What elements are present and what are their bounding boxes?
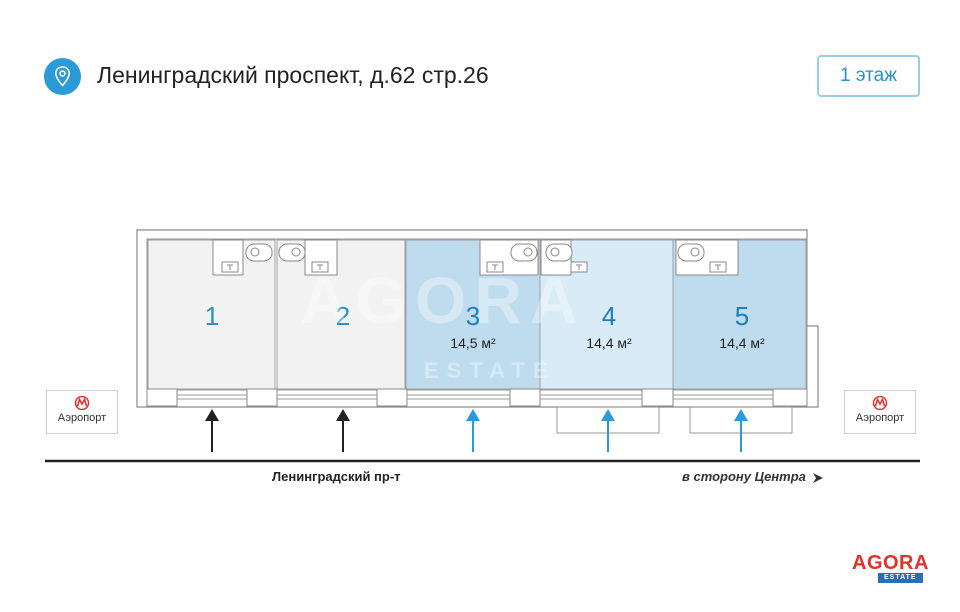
watermark-subtext: ESTATE: [424, 358, 556, 383]
unit-1-number: 1: [205, 301, 219, 331]
unit-4-number: 4: [602, 301, 616, 331]
unit-4-area: 14,4 м²: [586, 335, 632, 351]
window-lines: [177, 394, 773, 400]
floor-selector-button[interactable]: 1 этаж: [817, 55, 920, 97]
bathroom-fixtures: [212, 239, 739, 276]
direction-label: в сторону Центра: [682, 469, 806, 484]
metro-station-left: Аэропорт: [46, 390, 118, 434]
metro-station-right-label: Аэропорт: [855, 412, 905, 424]
unit-2-number: 2: [336, 301, 350, 331]
unit-5-area: 14,4 м²: [719, 335, 765, 351]
metro-m-icon: [872, 396, 888, 410]
metro-station-left-label: Аэропорт: [57, 412, 107, 424]
page-title: Ленинградский проспект, д.62 стр.26: [97, 62, 489, 88]
unit-3-number: 3: [466, 301, 480, 331]
unit-1-room[interactable]: [147, 239, 276, 390]
entrance-arrow-unit-5: [734, 409, 748, 452]
location-pin-icon: [54, 66, 71, 87]
logo-main-text: AGORA: [852, 552, 929, 574]
entrance-arrow-unit-3: [466, 409, 480, 452]
location-pin-badge: [44, 58, 81, 95]
unit-5-number: 5: [735, 301, 749, 331]
watermark-text: AGORA: [300, 263, 586, 337]
metro-m-icon: [74, 396, 90, 410]
unit-2-room[interactable]: [276, 239, 406, 390]
unit-3-area: 14,5 м²: [450, 335, 496, 351]
facade-pillars: [146, 388, 808, 407]
agora-logo: AGORA ESTATE: [852, 553, 948, 583]
direction-arrow-icon: [813, 473, 823, 483]
entrance-arrow-unit-4: [601, 409, 615, 452]
logo-sub-text: ESTATE: [878, 573, 923, 583]
street-name: Ленинградский пр-т: [272, 469, 401, 484]
entrance-arrow-unit-1: [205, 409, 219, 452]
entrance-arrow-unit-2: [336, 409, 350, 452]
metro-station-right: Аэропорт: [844, 390, 916, 434]
